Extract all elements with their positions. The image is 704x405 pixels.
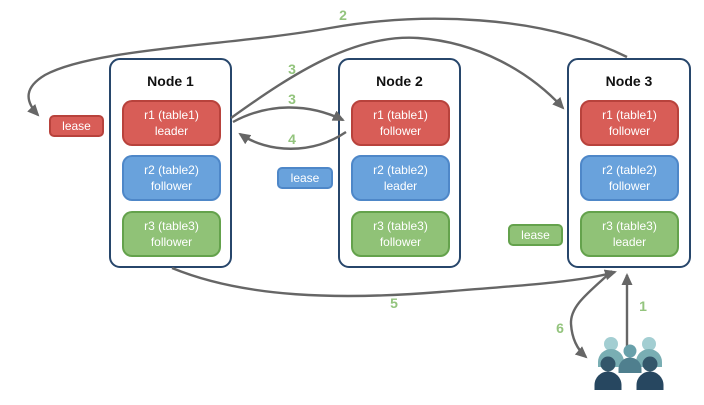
- user-head: [600, 356, 616, 372]
- node-3-box: Node 3 r1 (table1) follower r2 (table2) …: [567, 58, 691, 268]
- node-3-title: Node 3: [605, 73, 653, 89]
- node1-r1-replica: r1 (table1) leader: [122, 100, 221, 146]
- arrow-step-5: [171, 266, 617, 298]
- user-head: [623, 344, 637, 358]
- node3-r1-replica: r1 (table1) follower: [580, 100, 679, 146]
- lease-badge-table1: lease: [49, 115, 104, 137]
- replica-name: r1 (table1): [373, 108, 428, 122]
- user-head: [642, 356, 658, 372]
- node3-r2-replica: r2 (table2) follower: [580, 155, 679, 201]
- step-label-6: 6: [556, 320, 564, 336]
- replica-role: follower: [608, 179, 651, 193]
- replica-name: r2 (table2): [602, 163, 657, 177]
- node-2-box: Node 2 r1 (table1) follower r2 (table2) …: [338, 58, 461, 268]
- node-1-box: Node 1 r1 (table1) leader r2 (table2) fo…: [109, 58, 232, 268]
- replica-role: follower: [150, 179, 193, 193]
- step-label-3a: 3: [288, 61, 296, 77]
- step-label-2: 2: [339, 7, 347, 23]
- replica-role: leader: [383, 179, 418, 193]
- replica-name: r1 (table1): [602, 108, 657, 122]
- replica-role: leader: [154, 124, 189, 138]
- node3-r3-replica: r3 (table3) leader: [580, 211, 679, 257]
- step-label-5: 5: [390, 295, 398, 311]
- user-body: [598, 349, 624, 367]
- replica-role: follower: [379, 235, 422, 249]
- arrow-step-6: [569, 270, 613, 359]
- node-1-title: Node 1: [147, 73, 194, 89]
- step-label-3b: 3: [288, 91, 296, 107]
- replica-role: follower: [379, 124, 422, 138]
- user-body: [636, 371, 664, 390]
- replica-name: r1 (table1): [144, 108, 199, 122]
- replica-name: r3 (table3): [602, 219, 657, 233]
- step-label-1: 1: [639, 298, 647, 314]
- lease-badge-table3: lease: [508, 224, 563, 246]
- node2-r3-replica: r3 (table3) follower: [351, 211, 450, 257]
- replica-role: follower: [150, 235, 193, 249]
- step-label-4: 4: [288, 131, 296, 147]
- user-head: [642, 337, 656, 351]
- lease-badge-table2: lease: [277, 167, 333, 189]
- node1-r2-replica: r2 (table2) follower: [122, 155, 221, 201]
- user-head: [604, 337, 618, 351]
- node2-r2-replica: r2 (table2) leader: [351, 155, 450, 201]
- replica-name: r3 (table3): [373, 219, 428, 233]
- replica-role: leader: [612, 235, 647, 249]
- user-body: [636, 349, 662, 367]
- users-icon: [594, 337, 664, 390]
- replica-name: r2 (table2): [144, 163, 199, 177]
- replica-name: r3 (table3): [144, 219, 199, 233]
- user-body: [618, 357, 642, 373]
- user-body: [594, 371, 622, 390]
- node1-r3-replica: r3 (table3) follower: [122, 211, 221, 257]
- arrow-step-3-to-node2: [232, 106, 345, 124]
- node2-r1-replica: r1 (table1) follower: [351, 100, 450, 146]
- replica-role: follower: [608, 124, 651, 138]
- node-2-title: Node 2: [376, 73, 423, 89]
- replica-name: r2 (table2): [373, 163, 428, 177]
